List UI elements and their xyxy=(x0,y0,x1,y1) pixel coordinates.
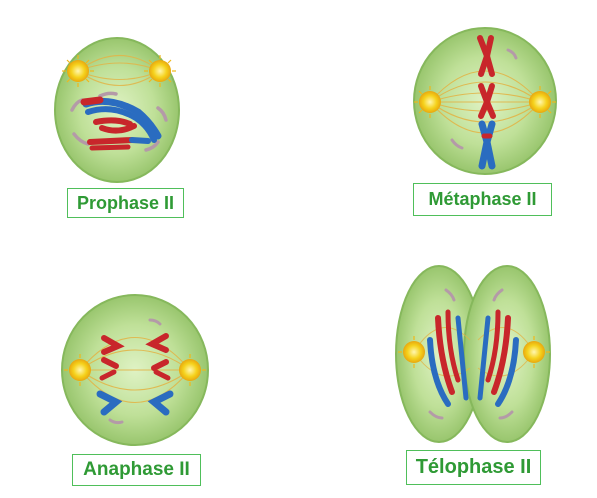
telophase-cell xyxy=(395,265,551,443)
anaphase-cell xyxy=(61,294,209,446)
spindle-fibers xyxy=(79,337,191,403)
centrosome-icon xyxy=(144,55,176,87)
centrosome-icon xyxy=(398,336,425,368)
centrosome-icon xyxy=(179,354,206,386)
nuclear-envelope-fragments xyxy=(108,318,162,425)
metaphase-cell xyxy=(413,27,557,175)
chromosomes xyxy=(427,309,519,407)
chromosomes xyxy=(96,333,174,416)
nuclear-envelope-fragments xyxy=(450,48,518,150)
chromosomes xyxy=(477,35,496,170)
centrosome-icon xyxy=(414,86,441,118)
prophase-cell xyxy=(54,37,180,183)
telophase-label: Télophase II xyxy=(406,450,541,485)
centrosome-icon xyxy=(64,354,91,386)
prophase-label: Prophase II xyxy=(67,188,184,218)
nuclear-envelope-fragments xyxy=(428,288,514,420)
centrosome-icon xyxy=(62,55,94,87)
metaphase-label: Métaphase II xyxy=(413,183,552,216)
centrosome-icon xyxy=(523,336,550,368)
chromosomes xyxy=(80,96,162,151)
centrosome-icon xyxy=(529,86,556,118)
anaphase-label: Anaphase II xyxy=(72,454,201,486)
